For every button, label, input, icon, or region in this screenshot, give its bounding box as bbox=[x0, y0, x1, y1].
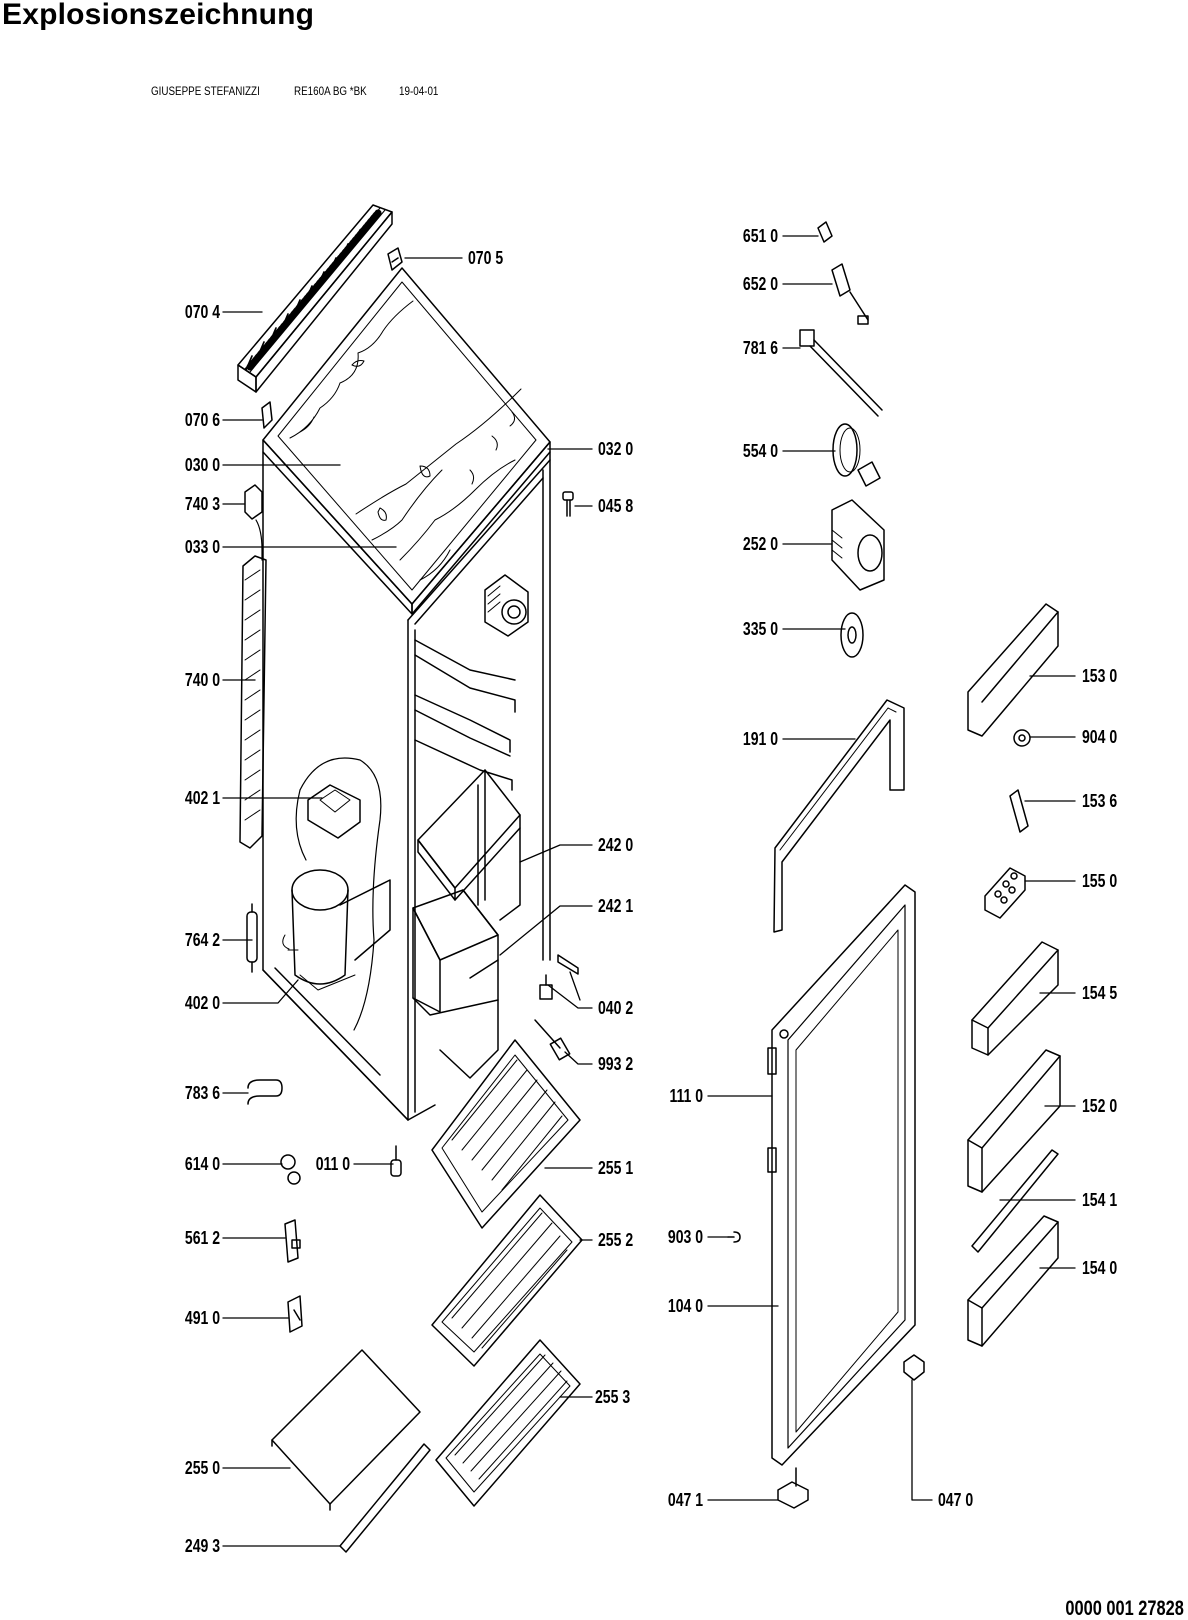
part-label: 402 0 bbox=[184, 993, 220, 1013]
fan-unit-in-cabinet bbox=[485, 575, 528, 636]
part-label: 652 0 bbox=[742, 274, 778, 294]
thermostat-part bbox=[245, 485, 262, 519]
screw-part bbox=[563, 492, 573, 516]
part-label: 154 5 bbox=[1082, 983, 1118, 1003]
door-pin-part bbox=[728, 1232, 740, 1242]
part-label: 252 0 bbox=[742, 534, 778, 554]
foot-part-left bbox=[778, 1468, 808, 1508]
part-label: 491 0 bbox=[184, 1308, 220, 1328]
capacitor-part bbox=[247, 904, 257, 972]
part-label: 402 1 bbox=[184, 788, 220, 808]
glass-shelf-1 bbox=[432, 1040, 580, 1228]
cabinet-body bbox=[263, 452, 550, 1120]
door-shelf-upper bbox=[972, 942, 1058, 1055]
part-label: 614 0 bbox=[184, 1154, 220, 1174]
part-label: 070 6 bbox=[184, 410, 220, 430]
leader-lines bbox=[223, 258, 592, 1546]
trim-bar bbox=[340, 1444, 430, 1552]
foot-part-right bbox=[904, 1355, 924, 1380]
glass-shelf-3 bbox=[436, 1340, 580, 1506]
model-number: RE160A BG *BK bbox=[294, 84, 367, 98]
part-label: 155 0 bbox=[1082, 871, 1118, 891]
part-label: 781 6 bbox=[742, 338, 778, 358]
part-label: 153 0 bbox=[1082, 666, 1118, 686]
refrigerator-door bbox=[768, 885, 915, 1465]
light-switch-part bbox=[832, 264, 868, 324]
thermostat-knob-part bbox=[833, 424, 880, 486]
part-label: 152 0 bbox=[1082, 1096, 1118, 1116]
part-label: 335 0 bbox=[742, 619, 778, 639]
door-shelf-bar bbox=[972, 1150, 1058, 1252]
egg-tray-part bbox=[985, 868, 1025, 918]
part-label: 047 0 bbox=[938, 1490, 974, 1510]
bottom-plate bbox=[272, 1350, 420, 1510]
part-label: 111 0 bbox=[669, 1086, 703, 1106]
part-label: 249 3 bbox=[184, 1536, 220, 1556]
part-label: 030 0 bbox=[184, 455, 220, 475]
bolt-part bbox=[391, 1146, 401, 1176]
part-label: 104 0 bbox=[667, 1296, 703, 1316]
part-label: 045 8 bbox=[598, 496, 634, 516]
designer-name: GIUSEPPE STEFANIZZI bbox=[151, 84, 260, 98]
hinge-bracket-part bbox=[285, 1220, 300, 1262]
part-label: 242 1 bbox=[598, 896, 634, 916]
part-label: 651 0 bbox=[742, 226, 778, 246]
part-label: 154 0 bbox=[1082, 1258, 1118, 1278]
knob-part bbox=[281, 1155, 300, 1184]
hinge-part bbox=[388, 248, 402, 270]
part-label: 554 0 bbox=[742, 441, 778, 461]
leader-lines-right bbox=[708, 236, 1075, 1500]
document-number: 0000 001 27828 bbox=[1065, 1597, 1184, 1620]
hinge-part-small bbox=[262, 402, 272, 428]
part-label: 255 3 bbox=[595, 1387, 631, 1407]
side-trim-strip bbox=[240, 520, 266, 848]
top-grille-part bbox=[238, 205, 392, 392]
clip-part bbox=[248, 1080, 282, 1104]
leveling-foot bbox=[540, 955, 578, 999]
part-label: 191 0 bbox=[742, 729, 778, 749]
switch-part bbox=[288, 1296, 302, 1332]
part-label: 561 2 bbox=[184, 1228, 220, 1248]
crisper-drawer-upper bbox=[418, 770, 520, 920]
lamp-part bbox=[535, 1020, 570, 1060]
part-label: 070 4 bbox=[184, 302, 220, 322]
fan-blade-part bbox=[841, 613, 863, 657]
part-label: 993 2 bbox=[598, 1054, 634, 1074]
part-label: 011 0 bbox=[315, 1154, 350, 1174]
part-label: 740 0 bbox=[184, 670, 220, 690]
butter-compartment bbox=[968, 604, 1058, 736]
part-label: 040 2 bbox=[598, 998, 634, 1018]
part-label: 255 2 bbox=[598, 1230, 634, 1250]
door-gasket bbox=[774, 700, 904, 932]
part-label: 255 1 bbox=[598, 1158, 634, 1178]
part-label: 047 1 bbox=[667, 1490, 703, 1510]
lamp-holder-part bbox=[818, 222, 832, 242]
page-title: Explosionszeichnung bbox=[2, 0, 315, 31]
part-label: 032 0 bbox=[598, 439, 634, 459]
part-label: 242 0 bbox=[598, 835, 634, 855]
hinge-cover-part bbox=[1010, 790, 1028, 832]
rod-part bbox=[800, 330, 882, 416]
door-shelf-lower bbox=[968, 1216, 1058, 1346]
part-label: 255 0 bbox=[184, 1458, 220, 1478]
part-label: 904 0 bbox=[1082, 727, 1118, 747]
part-label: 783 6 bbox=[184, 1083, 220, 1103]
fan-housing-part bbox=[832, 500, 884, 590]
part-label: 764 2 bbox=[184, 930, 220, 950]
part-label: 154 1 bbox=[1082, 1190, 1118, 1210]
washer-part bbox=[1014, 730, 1030, 746]
part-label: 740 3 bbox=[184, 494, 220, 514]
part-label: 070 5 bbox=[468, 248, 504, 268]
part-label: 903 0 bbox=[667, 1227, 703, 1247]
drawing-date: 19-04-01 bbox=[399, 84, 439, 98]
door-shelf-middle bbox=[968, 1050, 1060, 1192]
compressor-group bbox=[283, 758, 381, 1030]
crisper-drawer-lower bbox=[413, 890, 498, 1078]
part-label: 153 6 bbox=[1082, 791, 1118, 811]
cabinet-top-lid bbox=[263, 268, 550, 614]
glass-shelf-2 bbox=[432, 1195, 582, 1366]
part-label: 033 0 bbox=[184, 537, 220, 557]
